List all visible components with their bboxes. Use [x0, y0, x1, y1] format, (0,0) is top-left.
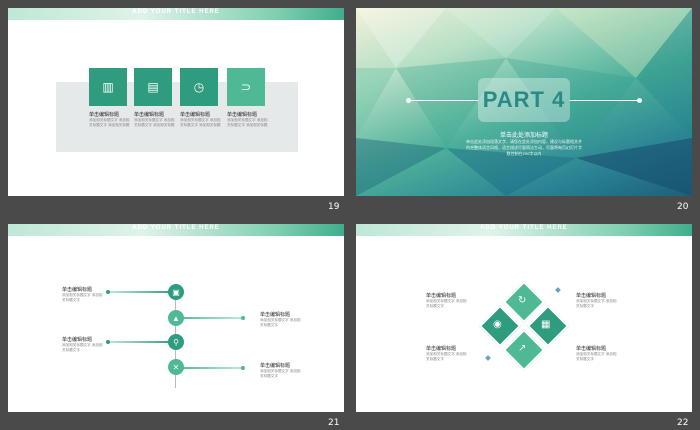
- item-title: 单击编辑标题: [134, 112, 165, 118]
- slide-header-bar: ADD YOUR TITLE HERE: [8, 8, 344, 20]
- item-title: 单击编辑标题: [227, 112, 258, 118]
- timeline-node: ⚲: [168, 334, 184, 350]
- slide-number: 22: [677, 418, 689, 428]
- chart-icon-tile: ▥: [89, 68, 127, 106]
- item-title: 单击编辑标题: [576, 346, 607, 352]
- slide-header-bar: ADD YOUR TITLE HERE: [356, 224, 692, 236]
- calendar-icon: ▦: [541, 319, 551, 330]
- slide-thumbnail-21[interactable]: ADD YOUR TITLE HERE ▣ ▲ ⚲ ✕ 单击编辑标题 添加相关标…: [8, 224, 344, 412]
- connector-line: [108, 341, 174, 343]
- slide-thumbnail-19[interactable]: ADD YOUR TITLE HERE ▥ ▤ ◷ ⊃ 单击编辑标题 添加相关标…: [8, 8, 344, 196]
- item-title: 单击编辑标题: [426, 293, 457, 299]
- connector-line: [176, 367, 242, 369]
- timeline-node: ▲: [168, 310, 184, 326]
- item-desc: 添加相关标题文字 添加相关标题文字 添加相关标题: [134, 118, 175, 127]
- magnet-icon-tile: ⊃: [227, 68, 265, 106]
- magnet-icon: ⊃: [240, 80, 252, 94]
- connector-line: [108, 291, 174, 293]
- item-desc: 添加相关标题文字 添加相关标题文字: [426, 299, 467, 308]
- search-icon: ⚲: [173, 337, 179, 347]
- eye-icon: ◉: [493, 319, 502, 330]
- part-title-box: PART 4: [478, 78, 570, 122]
- item-title: 单击编辑标题: [260, 312, 291, 318]
- item-title: 单击编辑标题: [260, 363, 291, 369]
- trend-line-icon: ↗: [518, 343, 527, 354]
- item-desc: 添加相关标题文字 添加相关标题文字: [62, 343, 103, 352]
- line-dot-right: [637, 98, 642, 103]
- alarm-clock-icon: ◷: [193, 80, 205, 94]
- connector-dot: [241, 366, 245, 370]
- connector-dot: [241, 316, 245, 320]
- item-desc: 添加相关标题文字 添加相关标题文字: [576, 352, 617, 361]
- clock-icon-tile: ◷: [180, 68, 218, 106]
- connector-dot: [106, 340, 110, 344]
- accent-square: [555, 287, 561, 293]
- item-desc: 添加相关标题文字 添加相关标题文字 添加相关标题: [180, 118, 221, 127]
- tools-icon: ✕: [172, 362, 180, 372]
- timeline-node: ✕: [168, 359, 184, 375]
- slide-thumbnail-20[interactable]: PART 4 单击此处添加标题 单击此处添加段落文字，请您在此处添加内容，建议与…: [356, 8, 692, 196]
- item-desc: 添加相关标题文字 添加相关标题文字: [576, 299, 617, 308]
- slide-header-title: ADD YOUR TITLE HERE: [132, 225, 220, 231]
- item-title: 单击编辑标题: [62, 337, 93, 343]
- item-title: 单击编辑标题: [62, 287, 93, 293]
- polygon-background: [356, 8, 692, 196]
- connector-line: [176, 317, 242, 319]
- title-line-right: [570, 100, 640, 101]
- item-desc: 添加相关标题文字 添加相关标题文字: [426, 352, 467, 361]
- document-icon: ▤: [147, 80, 159, 94]
- part-subtitle: 单击此处添加标题: [499, 133, 548, 139]
- slide-header-bar: ADD YOUR TITLE HERE: [8, 224, 344, 236]
- line-dot-left: [406, 98, 411, 103]
- item-title: 单击编辑标题: [576, 293, 607, 299]
- item-desc: 添加相关标题文字 添加相关标题文字 添加相关标题: [89, 118, 130, 127]
- part-title: PART 4: [482, 87, 566, 112]
- part-body: 单击此处添加段落文字，请您在此处添加内容，建议与标题相关并符合整体语言风格，语言…: [466, 139, 582, 156]
- timeline-node: ▣: [168, 284, 184, 300]
- item-desc: 添加相关标题文字 添加相关标题文字: [260, 318, 301, 327]
- chart-icon: ▥: [102, 80, 114, 94]
- item-desc: 添加相关标题文字 添加相关标题文字: [260, 369, 301, 378]
- slide-header-title: ADD YOUR TITLE HERE: [480, 225, 568, 231]
- slide-number: 20: [677, 202, 689, 212]
- item-desc: 添加相关标题文字 添加相关标题文字: [62, 293, 103, 302]
- doc-icon-tile: ▤: [134, 68, 172, 106]
- connector-dot: [106, 290, 110, 294]
- slide-thumbnail-22[interactable]: ADD YOUR TITLE HERE ↻ ◉ ▦ ↗ 单击编辑标题 添加相关标…: [356, 224, 692, 412]
- title-line-left: [408, 100, 478, 101]
- graduation-cap-icon: ▲: [172, 313, 180, 323]
- accent-square: [485, 355, 491, 361]
- item-title: 单击编辑标题: [89, 112, 120, 118]
- slide-number: 19: [328, 202, 340, 212]
- item-desc: 添加相关标题文字 添加相关标题文字 添加相关标题: [227, 118, 268, 127]
- briefcase-icon: ▣: [172, 287, 180, 297]
- item-title: 单击编辑标题: [426, 346, 457, 352]
- slide-number: 21: [328, 418, 340, 428]
- refresh-icon: ↻: [518, 295, 527, 306]
- item-title: 单击编辑标题: [180, 112, 211, 118]
- slide-header-title: ADD YOUR TITLE HERE: [132, 9, 220, 15]
